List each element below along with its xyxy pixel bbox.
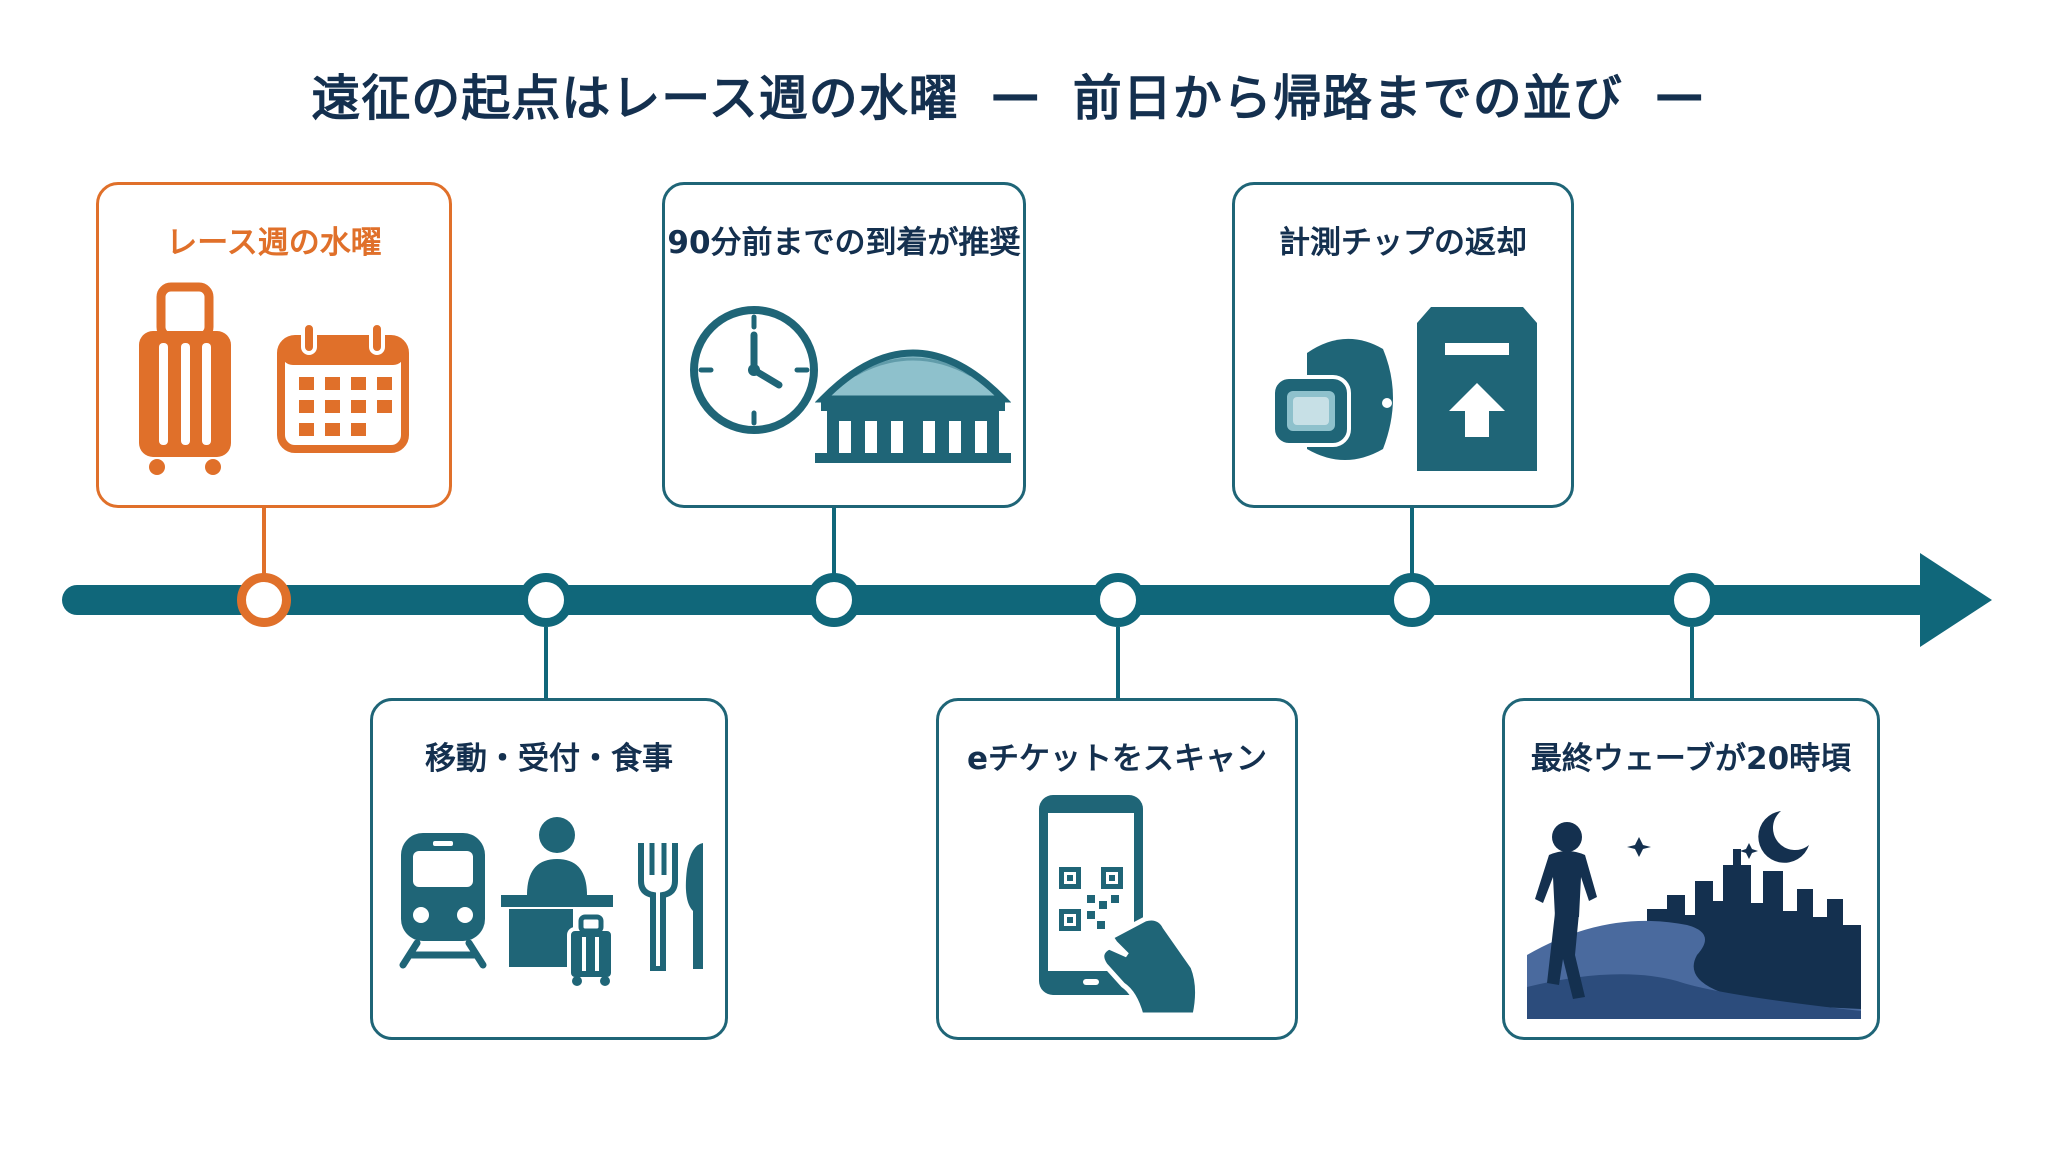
timeline-node-step-4 [1091,573,1145,627]
reception-desk-icon [501,817,615,986]
suitcase-icon [139,282,231,475]
stadium-icon [815,349,1011,463]
step-card-5: 計測チップの返却 [1232,182,1574,508]
connector-step-2 [544,627,548,699]
timeline-arrow-icon [1920,553,1992,647]
timeline-node-step-2 [519,573,573,627]
timeline-node-step-3 [807,573,861,627]
timeline-node-step-6 [1665,573,1719,627]
step-label: レース週の水曜 [166,225,382,261]
step-card-2: 移動・受付・食事 [370,698,728,1040]
connector-step-6 [1690,627,1694,699]
step-label: 移動・受付・食事 [425,741,673,777]
calendar-icon [277,321,409,453]
step-label: eチケットをスキャン [966,741,1268,777]
night-runner-icon [1527,811,1861,1019]
clock-icon [690,306,818,434]
diagram-title: 遠征の起点はレース週の水曜 — 前日から帰路までの並び — [0,62,2048,127]
step-label: 最終ウェーブが20時頃 [1530,741,1852,777]
connector-step-1 [262,506,266,578]
fork-knife-icon [638,843,703,971]
smartphone-qr-icon [1039,795,1201,1018]
timeline-axis [62,585,1934,615]
title-subtitle: 前日から帰路までの並び [1072,69,1623,127]
title-dash-right: — [1654,65,1705,123]
connector-step-3 [832,508,836,578]
title-dash-left: — [990,65,1041,123]
return-box-icon [1417,307,1537,471]
timeline-node-step-5 [1385,573,1439,627]
step-card-4: eチケットをスキャン [936,698,1298,1040]
timeline-node-step-1 [237,573,291,627]
wrist-chip-icon [1271,338,1393,460]
connector-step-5 [1410,508,1414,578]
connector-step-4 [1116,627,1120,699]
title-main: 遠征の起点はレース週の水曜 [311,69,959,127]
step-card-3: 90分前までの到着が推奨 [662,182,1026,508]
step-card-6: 最終ウェーブが20時頃 [1502,698,1880,1040]
step-label: 90分前までの到着が推奨 [667,225,1021,261]
step-label: 計測チップの返却 [1279,225,1527,261]
step-card-1: レース週の水曜 [96,182,452,508]
train-icon [399,833,487,969]
